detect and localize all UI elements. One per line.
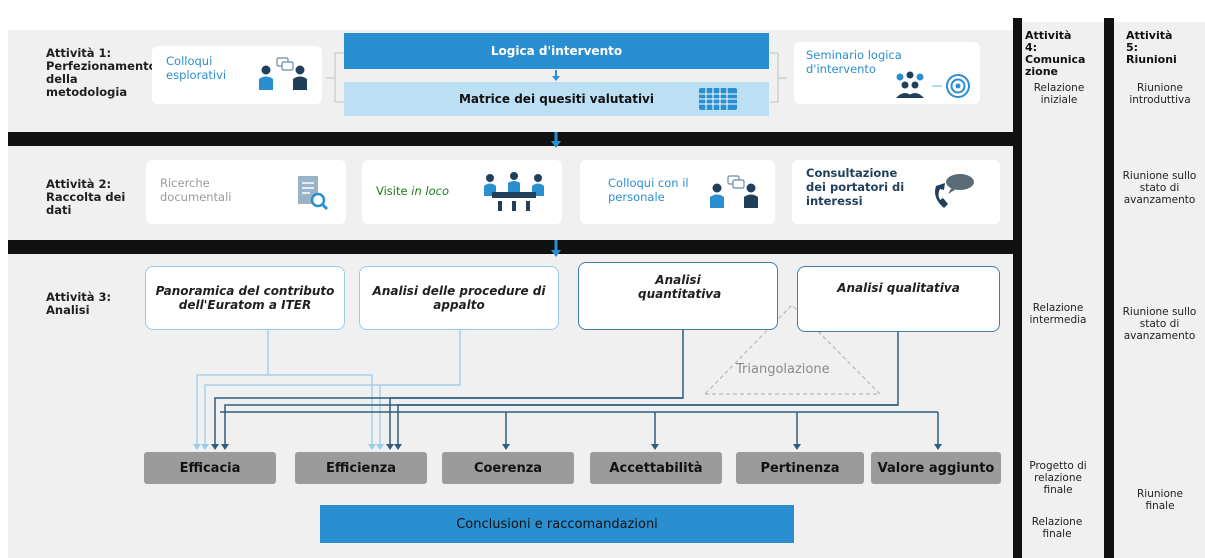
qualitativa-box: Analisi qualitativa bbox=[797, 266, 1000, 332]
colloqui-personale-label: Colloqui con il personale bbox=[608, 176, 689, 204]
conclusioni-label: Conclusioni e raccomandazioni bbox=[456, 516, 658, 532]
progetto-relazione-finale: Progetto di relazione finale bbox=[1029, 460, 1087, 496]
criterion-accettabilita: Accettabilità bbox=[590, 452, 722, 484]
relazione-finale: Relazione finale bbox=[1031, 516, 1083, 540]
logica-intervento-label: Logica d'intervento bbox=[490, 44, 623, 58]
colloqui-personale-card: Colloqui con il personale bbox=[580, 160, 775, 224]
colloqui-esplorativi-card: Colloqui esplorativi bbox=[152, 46, 322, 104]
riunione-introduttiva: Riunione introduttiva bbox=[1129, 82, 1191, 106]
interview-people-icon bbox=[255, 56, 315, 94]
quantitativa-box: Analisi quantitativa bbox=[578, 262, 778, 330]
relazione-intermedia: Relazione intermedia bbox=[1029, 302, 1087, 326]
column-separator-4 bbox=[1013, 18, 1022, 558]
criterion-efficienza: Efficienza bbox=[295, 452, 427, 484]
quantitativa-label: Analisi quantitativa bbox=[638, 273, 722, 301]
criterion-pertinenza: Pertinenza bbox=[736, 452, 864, 484]
activity4-header: Attività 4: Comunica zione bbox=[1025, 29, 1086, 78]
visite-prefix: Visite bbox=[376, 184, 412, 198]
separator-1 bbox=[8, 132, 1013, 146]
procedure-label: Analisi delle procedure di appalto bbox=[372, 284, 546, 312]
visite-label: Visite in loco bbox=[376, 184, 466, 198]
seminario-card: Seminario logica d'intervento bbox=[794, 42, 980, 104]
consultazione-label: Consultazione dei portatori di interessi bbox=[806, 166, 905, 208]
column-separator-5 bbox=[1104, 18, 1114, 558]
riunione-stato-2: Riunione sullo stato di avanzamento bbox=[1122, 306, 1197, 342]
phone-chat-icon bbox=[930, 172, 986, 212]
criterion-efficacia: Efficacia bbox=[144, 452, 276, 484]
colloqui-esplorativi-label: Colloqui esplorativi bbox=[166, 54, 227, 82]
seminario-label: Seminario logica d'intervento bbox=[806, 48, 902, 76]
riunione-stato-1: Riunione sullo stato di avanzamento bbox=[1122, 170, 1197, 206]
ricerche-card: Ricerche documentali bbox=[146, 160, 346, 224]
document-search-icon bbox=[294, 174, 334, 212]
procedure-box: Analisi delle procedure di appalto bbox=[359, 266, 559, 330]
column-activity5 bbox=[1114, 22, 1205, 558]
triangolazione-label: Triangolazione bbox=[736, 362, 830, 377]
activity1-label: Attività 1: Perfezionamento della metodo… bbox=[46, 46, 157, 99]
panoramica-box: Panoramica del contributo dell'Euratom a… bbox=[145, 266, 345, 330]
criterion-valore-aggiunto: Valore aggiunto bbox=[871, 452, 1001, 484]
riunione-finale: Riunione finale bbox=[1137, 488, 1183, 512]
matrice-quesiti-box: Matrice dei quesiti valutativi bbox=[344, 82, 769, 116]
matrix-grid-icon bbox=[698, 87, 738, 111]
meeting-table-icon bbox=[482, 170, 546, 214]
activity2-label: Attività 2: Raccolta dei dati bbox=[46, 177, 126, 217]
seminar-group-icon bbox=[886, 68, 976, 100]
visite-italic: in loco bbox=[411, 184, 449, 198]
visite-card: Visite in loco bbox=[362, 160, 562, 224]
ricerche-label: Ricerche documentali bbox=[160, 176, 232, 204]
conclusioni-box: Conclusioni e raccomandazioni bbox=[320, 505, 794, 543]
panoramica-label: Panoramica del contributo dell'Euratom a… bbox=[155, 284, 335, 312]
separator-2 bbox=[8, 240, 1013, 254]
relazione-iniziale: Relazione iniziale bbox=[1033, 82, 1085, 106]
matrice-quesiti-label: Matrice dei quesiti valutativi bbox=[458, 92, 654, 106]
consultazione-card: Consultazione dei portatori di interessi bbox=[792, 160, 1000, 224]
activity3-label: Attività 3: Analisi bbox=[46, 290, 112, 317]
criterion-coerenza: Coerenza bbox=[442, 452, 574, 484]
activity5-header: Attività 5: Riunioni bbox=[1126, 29, 1177, 66]
staff-interview-icon bbox=[706, 174, 766, 212]
logica-intervento-box: Logica d'intervento bbox=[344, 33, 769, 69]
column-activity4 bbox=[1022, 22, 1104, 558]
qualitativa-label: Analisi qualitativa bbox=[837, 281, 960, 295]
